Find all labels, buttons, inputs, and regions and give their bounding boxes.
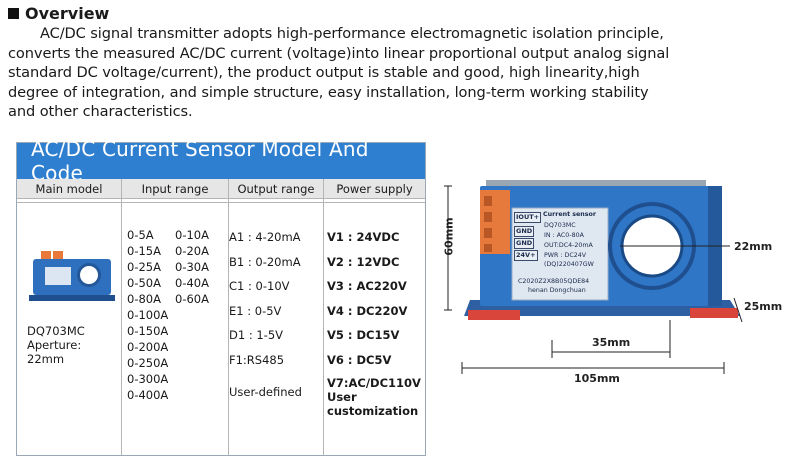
overview-line-2: converts the measured AC/DC current (vol… xyxy=(8,44,670,62)
dimension-height: 60mm xyxy=(442,217,456,256)
column-divider xyxy=(228,179,229,455)
power-supply-user-label: User xyxy=(327,390,357,404)
sensor-top-edge xyxy=(486,180,706,190)
input-range-item: 0-250A xyxy=(127,356,169,370)
depth-dimension-line xyxy=(733,297,743,323)
column-divider xyxy=(121,179,122,455)
input-range-item: 0-300A xyxy=(127,372,169,386)
table-title: AC/DC Current Sensor Model And Code xyxy=(17,137,425,185)
input-range-item: 0-60A xyxy=(175,292,209,306)
power-supply-item: V3 : AC220V xyxy=(327,279,407,293)
row-divider xyxy=(17,202,425,203)
sensor-aperture xyxy=(77,263,101,287)
overview-line-1: AC/DC signal transmitter adopts high-per… xyxy=(40,25,664,42)
product-dimension-diagram: 60mm 22mm 25mm 35mm 105mm IOUT+ GND GND … xyxy=(440,150,800,461)
dimension-width: 105mm xyxy=(574,372,620,385)
header-power-supply: Power supply xyxy=(324,179,425,199)
input-range-item: 0-400A xyxy=(127,388,169,402)
model-code-table: AC/DC Current Sensor Model And Code Main… xyxy=(16,137,426,456)
output-range-item: A1 : 4-20mA xyxy=(229,230,301,244)
terminal-label: IOUT+ xyxy=(514,212,542,223)
power-supply-customization-label: customization xyxy=(327,404,419,418)
overview-paragraph: AC/DC signal transmitter adopts high-per… xyxy=(8,24,792,122)
terminal-block xyxy=(53,251,63,261)
model-cell: DQ703MC Aperture: 22mm xyxy=(27,324,119,366)
rail-clip xyxy=(468,310,520,320)
input-range-item: 0-50A xyxy=(127,276,161,290)
dimension-hole-offset: 35mm xyxy=(592,336,631,349)
overview-heading: Overview xyxy=(8,4,109,23)
power-supply-item: V5 : DC15V xyxy=(327,328,400,342)
power-supply-item: V1 : 24VDC xyxy=(327,230,400,244)
input-range-item: 0-30A xyxy=(175,260,209,274)
input-range-item: 0-20A xyxy=(175,244,209,258)
terminal-screw xyxy=(484,244,492,252)
input-range-item: 0-40A xyxy=(175,276,209,290)
input-range-item: 0-10A xyxy=(175,228,209,242)
output-range-item: E1 : 0-5V xyxy=(229,303,282,318)
input-range-item: 0-200A xyxy=(127,340,169,354)
overview-line-4: degree of integration, and simple struct… xyxy=(8,83,649,101)
output-range-item: F1:RS485 xyxy=(229,352,285,367)
overview-line-5: and other characteristics. xyxy=(8,103,193,121)
rail-clip xyxy=(690,308,738,318)
sticker-maker: henan Dongchuan xyxy=(528,287,586,294)
power-supply-item: V2 : 12VDC xyxy=(327,254,400,269)
overview-title: Overview xyxy=(25,4,110,23)
terminal-block xyxy=(41,251,51,261)
input-range-item: 0-100A xyxy=(127,308,169,322)
power-supply-item: V6 : DC5V xyxy=(327,352,392,367)
header-input-range: Input range xyxy=(122,179,228,199)
output-range-item: C1 : 0-10V xyxy=(229,279,290,293)
sensor-illustration xyxy=(444,180,743,374)
power-supply-extra: V7:AC/DC110V User customization xyxy=(327,376,421,418)
product-thumbnail xyxy=(29,251,115,303)
sticker-output: OUT:DC4-20mA xyxy=(544,242,593,249)
input-range-item: 0-80A xyxy=(127,292,161,306)
sticker-power: PWR : DC24V xyxy=(544,252,587,259)
overview-line-3: standard DC voltage/current), the produc… xyxy=(8,64,640,82)
terminal-screw xyxy=(484,228,492,238)
input-range-list-2: 0-10A 0-20A 0-30A 0-40A 0-60A xyxy=(175,227,209,307)
output-range-item: B1 : 0-20mA xyxy=(229,254,301,269)
model-name: DQ703MC xyxy=(27,324,85,338)
column-divider xyxy=(323,179,324,455)
power-supply-item: V4 : DC220V xyxy=(327,303,408,318)
sticker-code: (DQ)220407GW xyxy=(544,261,594,268)
output-range-list: A1 : 4-20mA B1 : 0-20mA C1 : 0-10V E1 : … xyxy=(229,225,302,405)
sensor-label xyxy=(45,267,71,285)
sticker-serial: C2020Z2X8B05QDE84 xyxy=(518,278,590,285)
power-supply-item: V7:AC/DC110V xyxy=(327,376,421,390)
terminal-screw xyxy=(484,212,492,222)
input-range-item: 0-150A xyxy=(127,324,169,338)
terminal-label: 24V+ xyxy=(514,250,538,261)
input-range-item: 0-15A xyxy=(127,244,161,258)
input-range-list-1: 0-5A 0-15A 0-25A 0-50A 0-80A 0-100A 0-15… xyxy=(127,227,168,403)
output-range-item: D1 : 1-5V xyxy=(229,328,284,342)
terminal-label: GND xyxy=(514,238,535,249)
sticker-model: DQ703MC xyxy=(544,222,576,229)
output-range-user-defined: User-defined xyxy=(229,385,302,399)
sensor-base xyxy=(29,295,115,301)
aperture-label: Aperture: xyxy=(27,338,82,352)
terminal-label: GND xyxy=(514,226,535,237)
dimension-depth: 25mm xyxy=(744,300,783,313)
sticker-title: Current sensor xyxy=(543,211,596,218)
header-output-range: Output range xyxy=(229,179,323,199)
power-supply-list: V1 : 24VDC V2 : 12VDC V3 : AC220V V4 : D… xyxy=(327,225,421,418)
input-range-item: 0-25A xyxy=(127,260,161,274)
aperture-value: 22mm xyxy=(27,352,65,366)
dimension-aperture: 22mm xyxy=(734,240,773,253)
square-bullet-icon xyxy=(8,8,19,19)
sticker-input: IN : AC0-80A xyxy=(544,232,584,239)
terminal-screw xyxy=(484,196,492,206)
input-range-item: 0-5A xyxy=(127,228,154,242)
header-main-model: Main model xyxy=(17,179,121,199)
